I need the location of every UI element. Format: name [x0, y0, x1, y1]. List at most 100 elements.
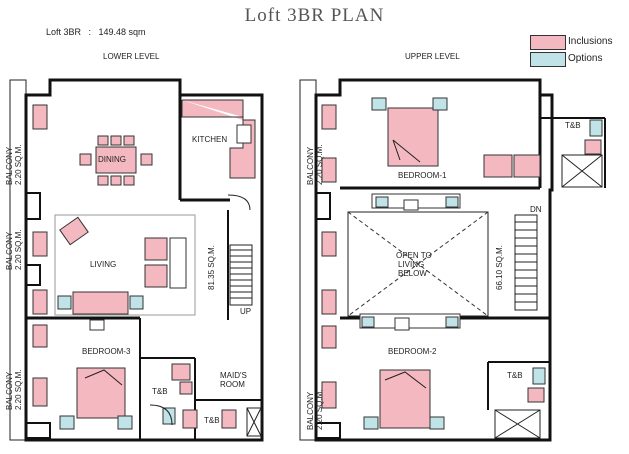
- balcony-size-label: 2.20 SQ.M.: [14, 230, 23, 270]
- wall-cabinet: [32, 289, 48, 315]
- bed-fold: [84, 369, 123, 386]
- nightstand: [363, 416, 379, 430]
- wall-cabinet: [321, 104, 337, 130]
- wall-cabinet: [321, 289, 337, 315]
- wall-cabinet: [32, 324, 48, 348]
- wardrobe: [483, 154, 513, 178]
- column: [25, 192, 41, 220]
- living-area-outline: [54, 214, 196, 316]
- lower-level-plan: [9, 78, 264, 442]
- sink-icon: [589, 119, 603, 137]
- armchair: [144, 237, 168, 261]
- nightstand: [117, 415, 133, 430]
- bedroom-3-label: BEDROOM-3: [82, 347, 131, 356]
- wall-cabinet: [32, 231, 48, 257]
- door-swing: [149, 404, 173, 426]
- open-to-label-2: LIVING: [398, 260, 424, 269]
- dining-label: DINING: [98, 155, 126, 164]
- desk-chair: [394, 317, 410, 331]
- upper-area-label: 66.10 SQ.M.: [495, 245, 504, 290]
- wall-cabinet: [321, 325, 337, 349]
- nightstand: [371, 97, 387, 111]
- wall-cabinet: [32, 377, 48, 407]
- bed: [76, 367, 126, 419]
- balcony-size-label: 2.20 SQ.M.: [14, 145, 23, 185]
- inclusions-swatch: [530, 35, 566, 50]
- shower-box: [246, 407, 262, 437]
- balcony-size-label: 2.20 SQ.M.: [14, 370, 23, 410]
- upper-level-plan: [299, 78, 606, 442]
- lamp-table: [57, 295, 72, 310]
- plan-title: Loft 3BR PLAN: [244, 5, 385, 26]
- stair-down-label: DN: [530, 205, 542, 214]
- wall-cabinet: [321, 231, 337, 257]
- tb-label: T&B: [152, 387, 168, 396]
- balcony-size-label: 2.20 SQ.M.: [315, 145, 324, 185]
- nightstand: [429, 416, 445, 430]
- desk-chair: [403, 199, 419, 211]
- sofa: [72, 291, 129, 315]
- shower-icon: [162, 407, 176, 425]
- lower-area-label: 81.35 SQ.M.: [207, 245, 216, 290]
- unit-area-subtitle: Loft 3BR : 149.48 sqm: [46, 27, 146, 37]
- maids-room-label: MAID'S: [220, 371, 247, 380]
- kitchen-sink-icon: [236, 124, 252, 144]
- nightstand: [59, 415, 75, 430]
- upper-stair: [514, 214, 538, 311]
- wall-cabinet: [321, 381, 337, 409]
- nightstand: [432, 97, 448, 111]
- tb-label: T&B: [507, 371, 523, 380]
- toilet-icon: [527, 387, 545, 403]
- toilet-icon: [584, 139, 602, 155]
- maids-room-label-2: ROOM: [220, 380, 245, 389]
- upper-outer-wall: [314, 78, 554, 442]
- balcony-size-label: 2.20 SQ.M.: [315, 390, 324, 430]
- dining-set: [79, 135, 153, 186]
- column: [315, 192, 331, 220]
- bedroom-2-label: BEDROOM-2: [388, 347, 437, 356]
- side-table: [169, 237, 187, 289]
- options-swatch: [530, 52, 566, 67]
- shower-box: [494, 409, 541, 439]
- kitchen-label: KITCHEN: [192, 135, 227, 144]
- bed: [387, 107, 439, 167]
- lower-stair: [229, 244, 253, 306]
- column: [25, 422, 51, 439]
- tb-label: T&B: [565, 121, 581, 130]
- bedroom-1-label: BEDROOM-1: [398, 171, 447, 180]
- upper-level-heading: UPPER LEVEL: [405, 52, 460, 61]
- tb-label: T&B: [204, 416, 220, 425]
- balcony-label: BALCONY: [5, 146, 14, 185]
- wardrobe: [513, 154, 541, 178]
- options-legend-label: Options: [568, 53, 603, 64]
- inclusions-legend-label: Inclusions: [568, 36, 613, 47]
- sink-icon: [179, 381, 193, 395]
- lamp-table: [129, 295, 144, 310]
- toilet-icon: [221, 409, 237, 429]
- armchair: [144, 264, 168, 288]
- toilet-icon: [171, 363, 191, 381]
- lower-level-heading: LOWER LEVEL: [103, 52, 160, 61]
- lower-outer-wall: [24, 78, 264, 442]
- living-label: LIVING: [90, 260, 116, 269]
- balcony-label: BALCONY: [5, 231, 14, 270]
- open-to-label: OPEN TO: [396, 251, 432, 260]
- bed: [379, 369, 431, 429]
- toilet-icon: [182, 409, 198, 429]
- open-to-label-3: BELOW: [398, 269, 427, 278]
- door-swing: [227, 194, 251, 211]
- wall-cabinet: [32, 104, 48, 130]
- kitchen-counter: [181, 99, 256, 179]
- study-desk: [359, 313, 461, 329]
- wall-cabinet: [321, 157, 337, 183]
- sink-icon: [532, 367, 546, 385]
- desk-chair: [89, 319, 105, 331]
- balcony-label: BALCONY: [5, 371, 14, 410]
- balcony-label: BALCONY: [306, 146, 315, 185]
- shower-box: [561, 154, 603, 188]
- armchair: [59, 216, 89, 246]
- column: [25, 264, 41, 286]
- balcony-label: BALCONY: [306, 391, 315, 430]
- upper-balcony-strip: [299, 79, 317, 441]
